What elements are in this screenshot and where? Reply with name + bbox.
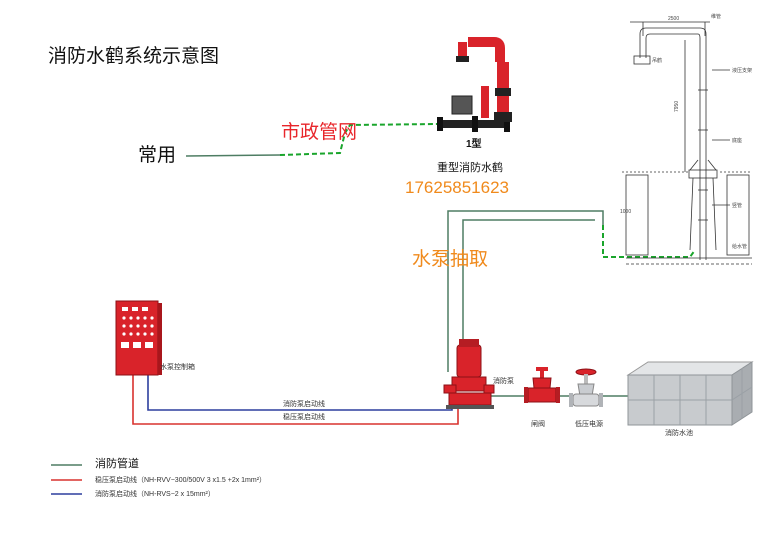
fire-pump-cable-label: 消防泵启动线 bbox=[283, 401, 325, 408]
legend-swatches bbox=[51, 464, 82, 495]
phone-number: 17625851623 bbox=[405, 178, 510, 197]
crane-supply-pipe-outer bbox=[447, 210, 604, 372]
drawing-annotation: 液压支架 bbox=[732, 67, 752, 74]
crane-engineering-drawing bbox=[622, 21, 752, 265]
drawing-annotation: 2500 bbox=[668, 16, 679, 22]
common-supply-label: 常用 bbox=[138, 145, 177, 166]
crane-supply-pipe-inner bbox=[462, 219, 595, 345]
low-pressure-label: 低压电源 bbox=[575, 421, 603, 428]
diagram-title: 消防水鹤系统示意图 bbox=[48, 46, 220, 67]
legend-stab-cable: 稳压泵启动线（NH-RVV−300/500V 3 x1.5 +2x 1mm²） bbox=[95, 477, 267, 484]
stab-pump-start-cable bbox=[132, 375, 459, 425]
legend-fire-pipe: 消防管道 bbox=[95, 458, 139, 470]
water-crane-illustration bbox=[437, 37, 512, 132]
crane-type-label: 1型 bbox=[466, 139, 482, 150]
drawing-annotation: 维管 bbox=[711, 13, 721, 20]
gate-valve-label: 闸阀 bbox=[531, 421, 545, 428]
drawing-annotations: 2500 维管 吊鹤 液压支架 7950 底座 竖管 1000 给水管 bbox=[620, 13, 752, 250]
fire-pump bbox=[443, 339, 495, 409]
stab-pump-cable-label: 稳压泵启动线 bbox=[283, 414, 325, 421]
drawing-annotation: 底座 bbox=[732, 137, 742, 144]
pump-draw-label: 水泵抽取 bbox=[412, 249, 489, 270]
crane-name-label: 重型消防水鹤 bbox=[437, 162, 503, 174]
low-pressure-valve bbox=[569, 368, 603, 407]
main-pipelines bbox=[185, 123, 696, 397]
fire-water-tank bbox=[626, 361, 754, 426]
fire-pool-label: 消防水池 bbox=[665, 430, 693, 437]
common-supply-pipe bbox=[185, 154, 281, 157]
drawing-annotation: 给水管 bbox=[732, 243, 747, 250]
municipal-network-label: 市政管网 bbox=[281, 122, 358, 143]
fire-pump-label: 消防泵 bbox=[493, 378, 514, 385]
pump-control-box bbox=[115, 300, 162, 376]
drawing-annotation: 7950 bbox=[674, 101, 680, 112]
drawing-annotation: 吊鹤 bbox=[652, 57, 662, 64]
drawing-annotation: 竖管 bbox=[732, 202, 742, 209]
control-box-label: 水泵控制箱 bbox=[160, 364, 195, 371]
crane-drawing-pipe-dashed bbox=[602, 225, 696, 258]
drawing-annotation: 1000 bbox=[620, 209, 631, 215]
municipal-pipe-dashed bbox=[279, 123, 438, 156]
legend-fire-cable: 消防泵启动线（NH-RVS−2 x 15mm²） bbox=[95, 491, 215, 498]
gate-valve bbox=[524, 367, 560, 403]
